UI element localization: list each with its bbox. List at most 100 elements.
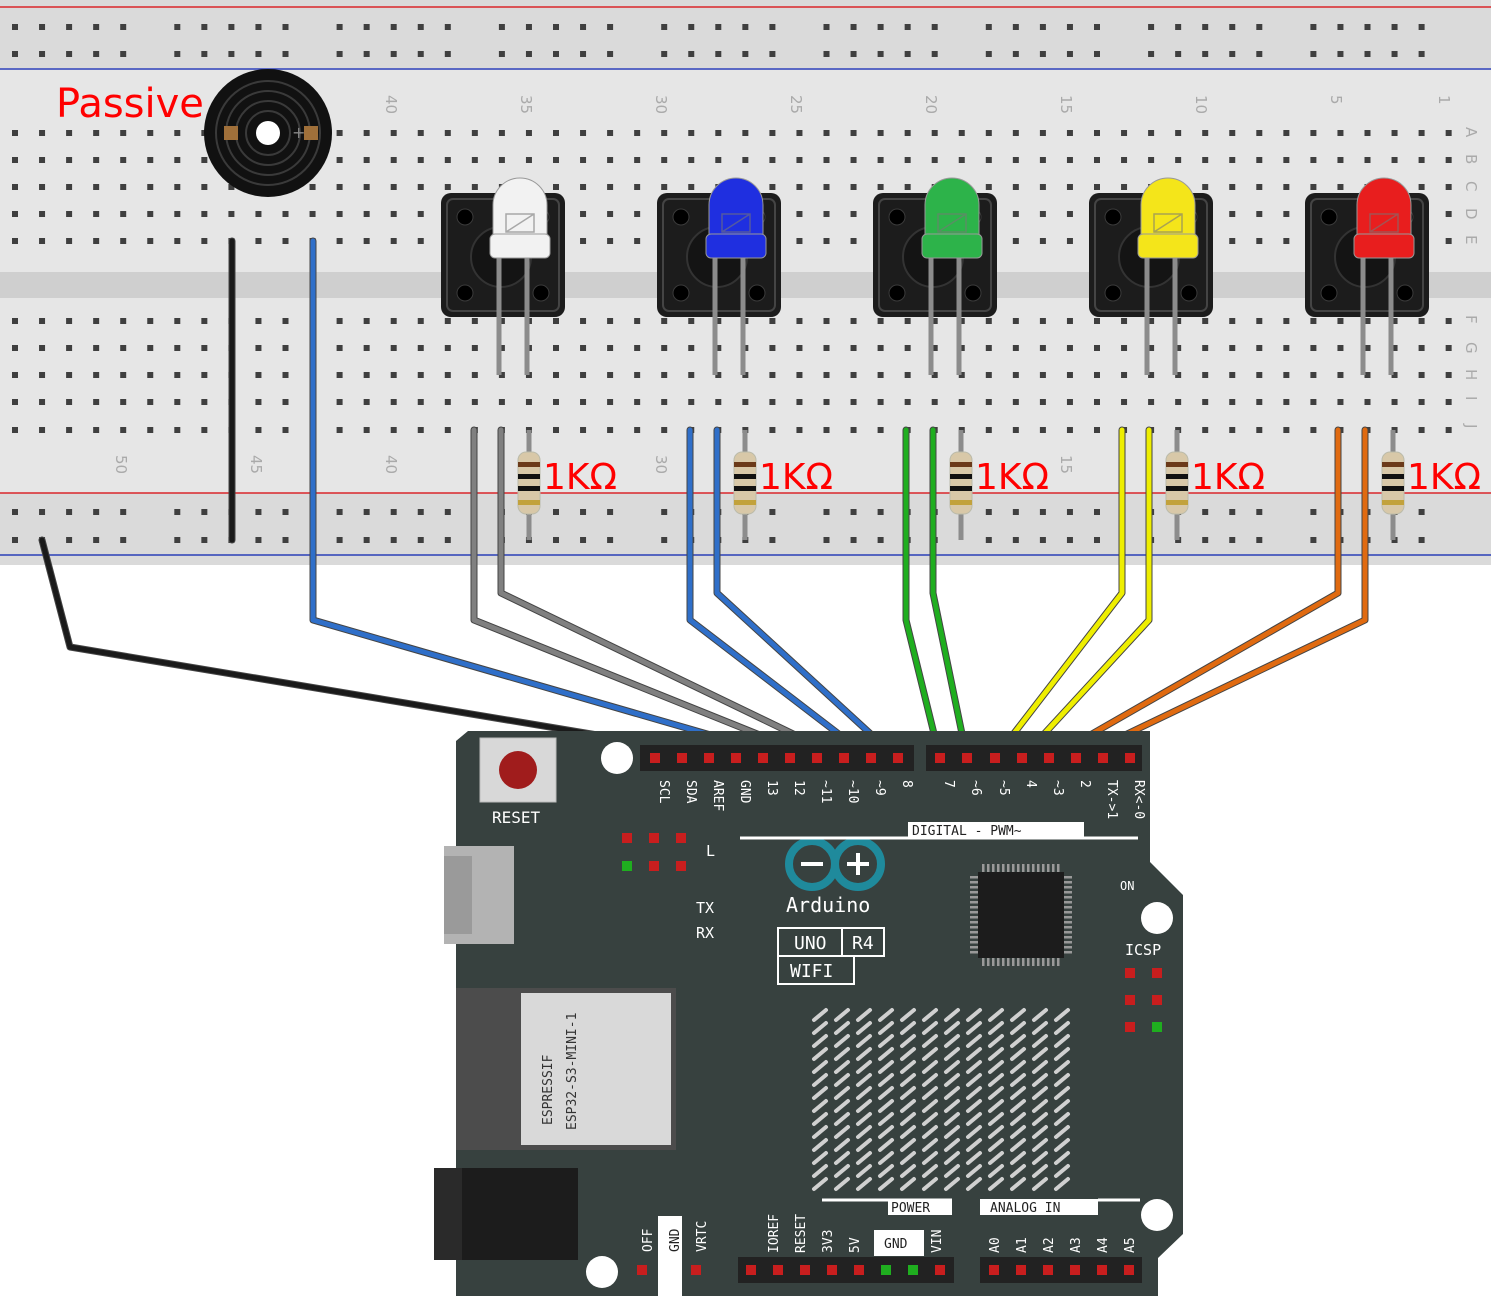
digital-pin-label: 12: [791, 780, 806, 796]
arduino-variant: WIFI: [790, 961, 833, 982]
column-number: 15: [1057, 95, 1075, 114]
blue-wire: [714, 427, 900, 761]
column-number: 10: [1192, 95, 1210, 114]
arduino-board: RESET ESPRESSIF ESP32-S3-MINI-1 Arduino …: [434, 731, 1183, 1296]
analog-pin-label: A0: [988, 1237, 1003, 1253]
blue-wire: [310, 238, 793, 761]
column-number: 25: [787, 95, 805, 114]
led-red: [1353, 177, 1415, 259]
power-header-label: POWER: [891, 1201, 930, 1216]
module-brand: ESPRESSIF: [541, 1054, 556, 1125]
analog-pin-label: A2: [1042, 1237, 1057, 1253]
digital-pin-label: 13: [764, 780, 779, 796]
button-led-group: [441, 177, 1429, 375]
resistor-label: 1KΩ: [759, 457, 833, 498]
digital-pin-label: TX->1: [1104, 780, 1119, 819]
power-pin-label: VIN: [930, 1230, 945, 1253]
column-number: 5: [1327, 95, 1345, 105]
row-letter: B: [1462, 154, 1480, 164]
digital-pin-label: GND: [737, 780, 752, 804]
row-letter: E: [1462, 235, 1480, 244]
resistor-label: 1KΩ: [975, 457, 1049, 498]
led-blue: [705, 177, 767, 259]
digital-pin-label: ~5: [996, 780, 1011, 796]
resistor: 1KΩ: [1165, 430, 1265, 540]
column-number: 30: [652, 95, 670, 114]
digital-pin-label: RX<-0: [1131, 780, 1146, 819]
resistors: 1KΩ 1KΩ 1KΩ 1KΩ 1KΩ: [517, 430, 1481, 540]
rx-label: RX: [696, 924, 714, 942]
digital-header-label: DIGITAL - PWM~: [912, 824, 1022, 839]
digital-pin-label: SCL: [656, 780, 671, 804]
arduino-model: UNO: [794, 933, 827, 954]
tx-label: TX: [696, 899, 714, 917]
wires: [38, 237, 1369, 762]
green-wire: [930, 427, 970, 761]
led-yellow: [1137, 177, 1199, 259]
column-number: 40: [382, 95, 400, 114]
digital-pin-label: ~6: [968, 780, 983, 796]
column-number: 50: [112, 455, 130, 474]
left-bottom-pin-label: GND: [668, 1228, 683, 1252]
power-pin-label: IOREF: [767, 1214, 782, 1253]
analog-pin-label: A3: [1069, 1237, 1084, 1253]
row-letter: C: [1462, 181, 1480, 191]
arduino-logo: [785, 837, 885, 891]
yellow-wire: [1019, 427, 1152, 761]
module-name: ESP32-S3-MINI-1: [565, 1013, 580, 1130]
gray-wire: [498, 427, 846, 761]
column-number: 40: [382, 455, 400, 474]
digital-pin-label: ~9: [872, 780, 887, 796]
analog-pin-label: A5: [1123, 1237, 1138, 1253]
orange-wire: [1047, 427, 1341, 761]
digital-pin-label: AREF: [710, 780, 725, 811]
digital-pin-label: 8: [899, 780, 914, 788]
column-number: 15: [1057, 455, 1075, 474]
column-number: 1: [1435, 95, 1453, 105]
power-pin-label: GND: [884, 1237, 908, 1252]
row-letter: A: [1462, 127, 1480, 138]
arduino-brand: Arduino: [786, 893, 870, 917]
resistor-label: 1KΩ: [1407, 457, 1481, 498]
power-pin-label: RESET: [794, 1214, 809, 1253]
digital-pin-label: ~10: [845, 780, 860, 803]
left-bottom-pin-label: OFF: [641, 1228, 656, 1252]
yellow-wire: [992, 427, 1125, 761]
blue-wire: [687, 427, 873, 761]
gray-wire: [471, 427, 820, 761]
row-letter: D: [1462, 208, 1480, 220]
digital-pin-label: SDA: [683, 780, 698, 804]
led-green: [921, 177, 983, 259]
power-pin-label: 5V: [848, 1237, 863, 1253]
row-letter: G: [1462, 342, 1480, 354]
resistor: 1KΩ: [949, 430, 1049, 540]
resistor: 1KΩ: [1381, 430, 1481, 540]
column-number: 35: [517, 95, 535, 114]
resistor-label: 1KΩ: [543, 457, 617, 498]
column-number: 20: [922, 95, 940, 114]
analog-header-label: ANALOG IN: [990, 1201, 1060, 1216]
buzzer-label: Passive: [56, 81, 204, 127]
row-letter: F: [1462, 315, 1480, 324]
black-wire: [39, 537, 738, 761]
row-letter: J: [1462, 423, 1480, 428]
resistor-label: 1KΩ: [1191, 457, 1265, 498]
passive-buzzer: + Passive: [56, 69, 332, 197]
left-bottom-pin-label: VRTC: [695, 1221, 710, 1252]
orange-wire: [1074, 427, 1368, 761]
digital-pin-label: 7: [941, 780, 956, 788]
on-label: ON: [1120, 879, 1134, 893]
digital-pin-label: ~11: [818, 780, 833, 803]
resistor: 1KΩ: [733, 430, 833, 540]
analog-pin-label: A4: [1096, 1237, 1111, 1253]
digital-pin-label: 2: [1077, 780, 1092, 788]
column-number: 45: [247, 455, 265, 474]
digital-pin-label: ~3: [1050, 780, 1065, 796]
arduino-revision: R4: [852, 933, 874, 954]
column-number: 30: [652, 455, 670, 474]
led-white: [489, 177, 551, 259]
icsp-label: ICSP: [1125, 941, 1161, 959]
row-letter: H: [1462, 369, 1480, 380]
green-wire: [903, 427, 943, 761]
